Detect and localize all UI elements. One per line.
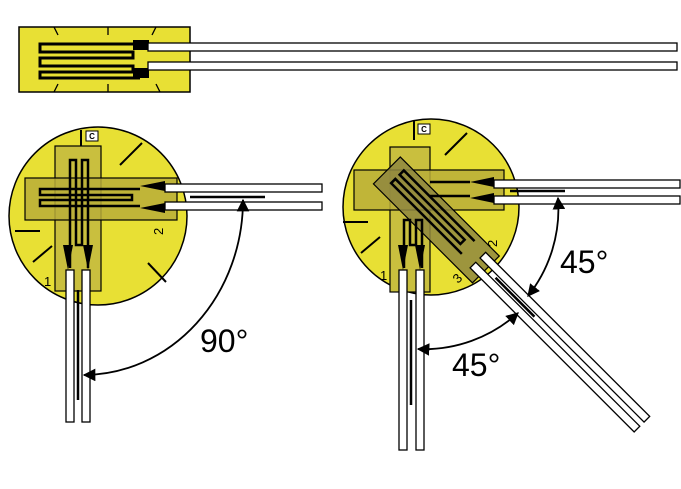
rosette-45-lead-wires-right: [493, 179, 681, 205]
solder-tab-bottom: [133, 68, 149, 78]
alignment-ticks: [53, 26, 161, 93]
rosette-45-lead-wires-down: [398, 269, 425, 451]
angle-label-45-upper: 45°: [560, 244, 608, 280]
rosette-45-logo-box: [417, 123, 431, 135]
rosette-90-logo-box: [85, 130, 99, 142]
rosette-45-label-1: 1: [380, 268, 387, 283]
rosette-90-label-2: 2: [151, 228, 166, 235]
rosette-45-pad-bottom-right: [415, 245, 425, 270]
rosette-45-label-2: 2: [485, 240, 500, 247]
rosette-90: C 1 2 90°: [8, 126, 323, 423]
single-strain-gauge: [18, 26, 678, 93]
rosette-45-vertical-grid: [402, 218, 424, 268]
rosette-90-horizontal-grid: [38, 187, 140, 208]
rosette-45-ticks: [343, 121, 468, 254]
rosette-90-logo: C: [89, 132, 95, 141]
gauge-grid: [38, 42, 140, 80]
rosette-45-pad-bottom-left: [398, 245, 408, 270]
angle-label-45-lower: 45°: [452, 347, 500, 383]
rosette-45-logo: C: [421, 125, 427, 134]
rosette-45-diagonal-grid: [389, 168, 476, 255]
angle-arrow-45-upper: [527, 196, 566, 297]
rosette-90-vertical-grid: [68, 158, 90, 268]
rosette-45: C 1 2 3 45° 45°: [342, 118, 681, 451]
rosette-45-lead-wires-diagonal: [469, 251, 651, 433]
rosette-90-pad-bottom-left: [63, 245, 73, 270]
rosette-45-pad-right-bottom: [470, 193, 494, 203]
angle-label-90: 90°: [200, 323, 248, 359]
lead-wires: [147, 42, 678, 71]
rosette-45-pad-right-top: [470, 177, 494, 187]
rosette-90-label-1: 1: [44, 274, 51, 289]
solder-tab-top: [133, 40, 149, 50]
angle-arrow-45-lower: [416, 312, 519, 356]
rosette-90-pad-right-top: [140, 181, 165, 191]
angle-arrow-90: [82, 198, 250, 382]
rosette-45-horizontal-grid: [430, 180, 470, 198]
